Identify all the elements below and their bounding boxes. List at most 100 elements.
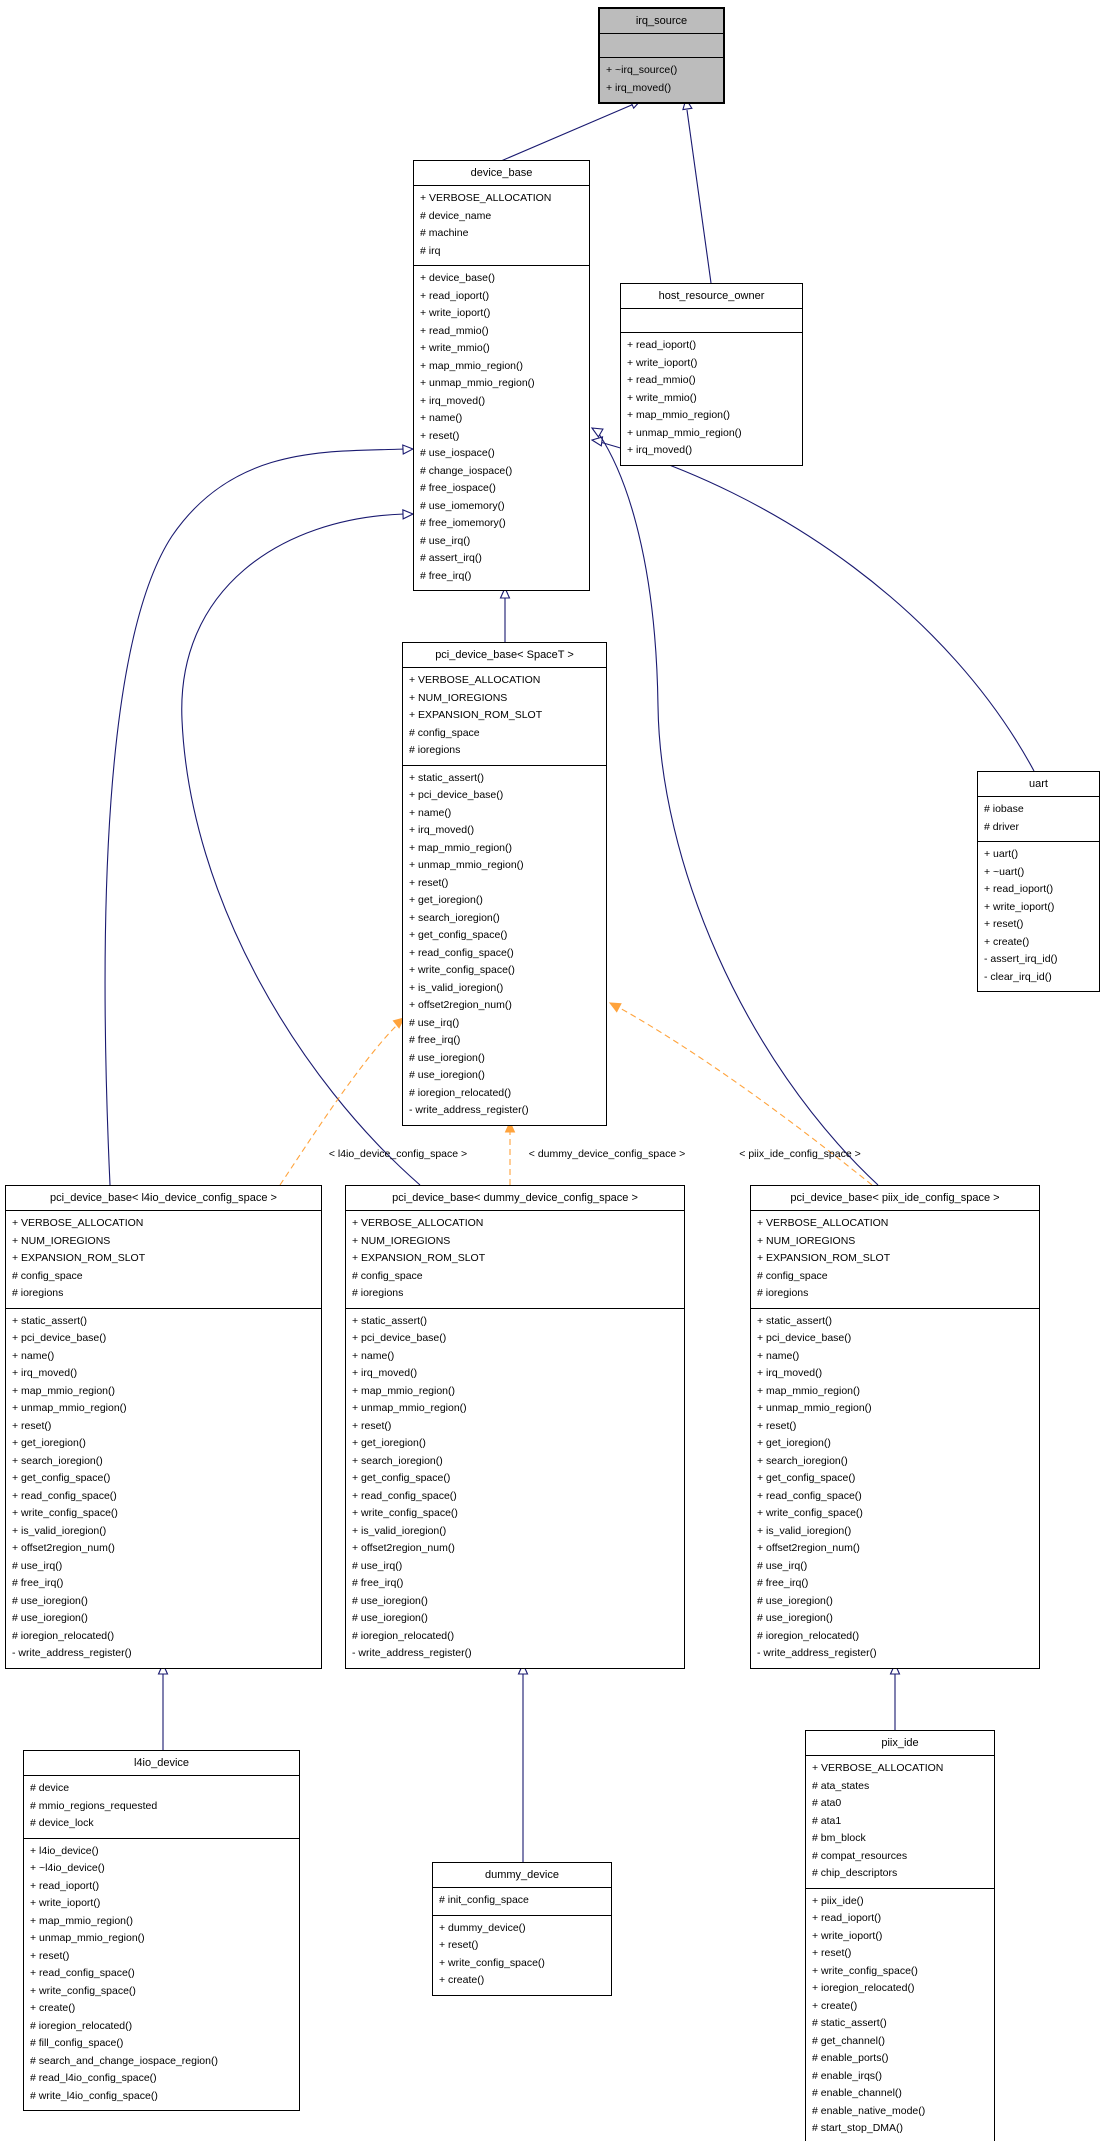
method-row: + read_config_space() [352, 1489, 457, 1502]
class-device-base[interactable]: device_base+ VERBOSE_ALLOCATION# device_… [413, 160, 590, 591]
class-title-irq-source[interactable]: irq_source [600, 9, 723, 34]
template-arg-label: < dummy_device_config_space > [529, 1148, 685, 1160]
method-row: + write_ioport() [984, 900, 1055, 913]
method-row: + unmap_mmio_region() [352, 1402, 467, 1414]
attribute-row: # iobase [984, 803, 1024, 815]
method-row: # ioregion_relocated() [409, 1086, 512, 1099]
attribute-row: # driver [984, 820, 1020, 833]
method-row: # fill_config_space() [30, 2037, 124, 2049]
method-row: # use_ioregion() [757, 1612, 833, 1624]
attribute-row: + NUM_IOREGIONS [757, 1234, 856, 1247]
method-row: # ioregion_relocated() [12, 1629, 115, 1642]
class-pci-device-base-piix-ide-config-space[interactable]: pci_device_base< piix_ide_config_space >… [750, 1185, 1040, 1669]
attributes-section: + VERBOSE_ALLOCATION+ NUM_IOREGIONS+ EXP… [6, 1211, 321, 1308]
attributes-section: # device# mmio_regions_requested# device… [24, 1776, 299, 1838]
methods-section: + uart()+ ~uart()+ read_ioport()+ write_… [978, 841, 1099, 991]
method-row: + name() [352, 1349, 395, 1362]
attribute-row: + VERBOSE_ALLOCATION [757, 1217, 889, 1229]
class-title-dummy-device[interactable]: dummy_device [433, 1863, 611, 1888]
attribute-row: # init_config_space [439, 1894, 529, 1906]
class-title-pci-device-base-dummy-device-config-space[interactable]: pci_device_base< dummy_device_config_spa… [346, 1186, 684, 1211]
method-row: + unmap_mmio_region() [627, 426, 742, 439]
method-row: + reset() [984, 918, 1024, 930]
method-row: + read_mmio() [627, 374, 696, 386]
inheritance-edge-host-resource-owner-to-irq-source [686, 109, 712, 284]
inheritance-arrowhead [590, 427, 604, 438]
class-title-host-resource-owner[interactable]: host_resource_owner [621, 284, 802, 309]
class-title-l4io-device[interactable]: l4io_device [24, 1751, 299, 1776]
class-l4io-device[interactable]: l4io_device# device# mmio_regions_reques… [23, 1750, 300, 2111]
method-row: + name() [409, 806, 452, 819]
attribute-row: + EXPANSION_ROM_SLOT [409, 709, 543, 721]
method-row: + write_config_space() [439, 1956, 545, 1969]
class-title-device-base[interactable]: device_base [414, 161, 589, 186]
class-pci-device-base-spacet[interactable]: pci_device_base< SpaceT >+ VERBOSE_ALLOC… [402, 642, 607, 1126]
method-row: # search_and_change_iospace_region() [30, 2054, 218, 2067]
inheritance-arrowhead [889, 1662, 901, 1675]
attribute-row: + EXPANSION_ROM_SLOT [12, 1252, 146, 1264]
method-row: + offset2region_num() [409, 999, 512, 1011]
method-row: + create() [439, 1974, 485, 1986]
method-row: + map_mmio_region() [12, 1384, 116, 1397]
method-row: # use_ioregion() [757, 1594, 833, 1607]
method-row: + offset2region_num() [757, 1542, 860, 1554]
attribute-row: # ata0 [812, 1797, 842, 1809]
class-uart[interactable]: uart # iobase # driver + uart()+ ~uart()+ r… [977, 771, 1100, 992]
class-title-pci-device-base-spacet[interactable]: pci_device_base< SpaceT > [403, 643, 606, 668]
method-row: + create() [30, 2002, 76, 2014]
method-row: + get_config_space() [12, 1472, 111, 1484]
method-row: # use_ioregion() [12, 1612, 88, 1624]
template-arrowhead [608, 1002, 622, 1013]
class-irq-source[interactable]: irq_source+ ~irq_source()+ irq_moved() [598, 7, 725, 104]
method-row: # use_irq() [352, 1559, 403, 1572]
method-row: + map_mmio_region() [352, 1384, 456, 1397]
method-row: + create() [984, 935, 1030, 948]
class-pci-device-base-dummy-device-config-space[interactable]: pci_device_base< dummy_device_config_spa… [345, 1185, 685, 1669]
method-row: + reset() [420, 429, 460, 442]
attribute-row: + NUM_IOREGIONS [409, 691, 508, 704]
inheritance-arrowhead [590, 436, 604, 447]
method-row: # use_ioregion() [12, 1594, 88, 1607]
class-title-uart[interactable]: uart [978, 772, 1099, 797]
class-title-pci-device-base-l4io-device-config-space[interactable]: pci_device_base< l4io_device_config_spac… [6, 1186, 321, 1211]
class-host-resource-owner[interactable]: host_resource_owner+ read_ioport()+ writ… [620, 283, 803, 466]
inheritance-edge-device-base-to-irq-source [500, 103, 635, 162]
method-row: + pci_device_base() [352, 1332, 447, 1344]
inheritance-edge-pci-device-base-dummy-device-config-space-to-device-base [181, 513, 421, 1186]
template-arg-label: < l4io_device_config_space > [329, 1148, 467, 1160]
inheritance-edge-pci-device-base-piix-ide-config-space-to-device-base [598, 433, 879, 1186]
method-row: + is_valid_ioregion() [757, 1524, 852, 1537]
method-row: + reset() [12, 1419, 52, 1432]
method-row: - write_address_register() [757, 1647, 877, 1659]
class-pci-device-base-l4io-device-config-space[interactable]: pci_device_base< l4io_device_config_spac… [5, 1185, 322, 1669]
attribute-row: # config_space [12, 1269, 83, 1282]
attribute-row: # config_space [757, 1269, 828, 1282]
method-row: + irq_moved() [352, 1367, 418, 1379]
method-row: # use_ioregion() [352, 1594, 428, 1607]
method-row: + offset2region_num() [12, 1542, 115, 1554]
method-row: # free_irq() [409, 1034, 461, 1046]
method-row: + get_config_space() [409, 929, 508, 941]
class-piix-ide[interactable]: piix_ide+ VERBOSE_ALLOCATION# ata_states… [805, 1730, 995, 2141]
method-row: # use_irq() [12, 1559, 63, 1572]
method-row: + ~irq_source() [606, 64, 678, 76]
inheritance-arrowhead [499, 586, 511, 599]
method-row: # free_iomemory() [420, 517, 506, 529]
method-row: + name() [757, 1349, 800, 1362]
inheritance-edge-pci-device-base-l4io-device-config-space-to-device-base [104, 448, 405, 1186]
method-row: + is_valid_ioregion() [352, 1524, 447, 1537]
method-row: + write_config_space() [757, 1507, 863, 1519]
method-row: + write_ioport() [812, 1929, 883, 1942]
method-row: + write_config_space() [812, 1964, 918, 1977]
class-title-piix-ide[interactable]: piix_ide [806, 1731, 994, 1756]
method-row: + read_ioport() [30, 1879, 100, 1892]
method-row: + irq_moved() [12, 1367, 78, 1379]
class-dummy-device[interactable]: dummy_device# init_config_space+ dummy_d… [432, 1862, 612, 1996]
method-row: + reset() [812, 1947, 852, 1959]
attribute-row: # ioregions [409, 744, 461, 756]
attributes-section: + VERBOSE_ALLOCATION+ NUM_IOREGIONS+ EXP… [751, 1211, 1039, 1308]
method-row: + irq_moved() [409, 824, 475, 836]
method-row: + pci_device_base() [409, 789, 504, 801]
class-title-pci-device-base-piix-ide-config-space[interactable]: pci_device_base< piix_ide_config_space > [751, 1186, 1039, 1211]
